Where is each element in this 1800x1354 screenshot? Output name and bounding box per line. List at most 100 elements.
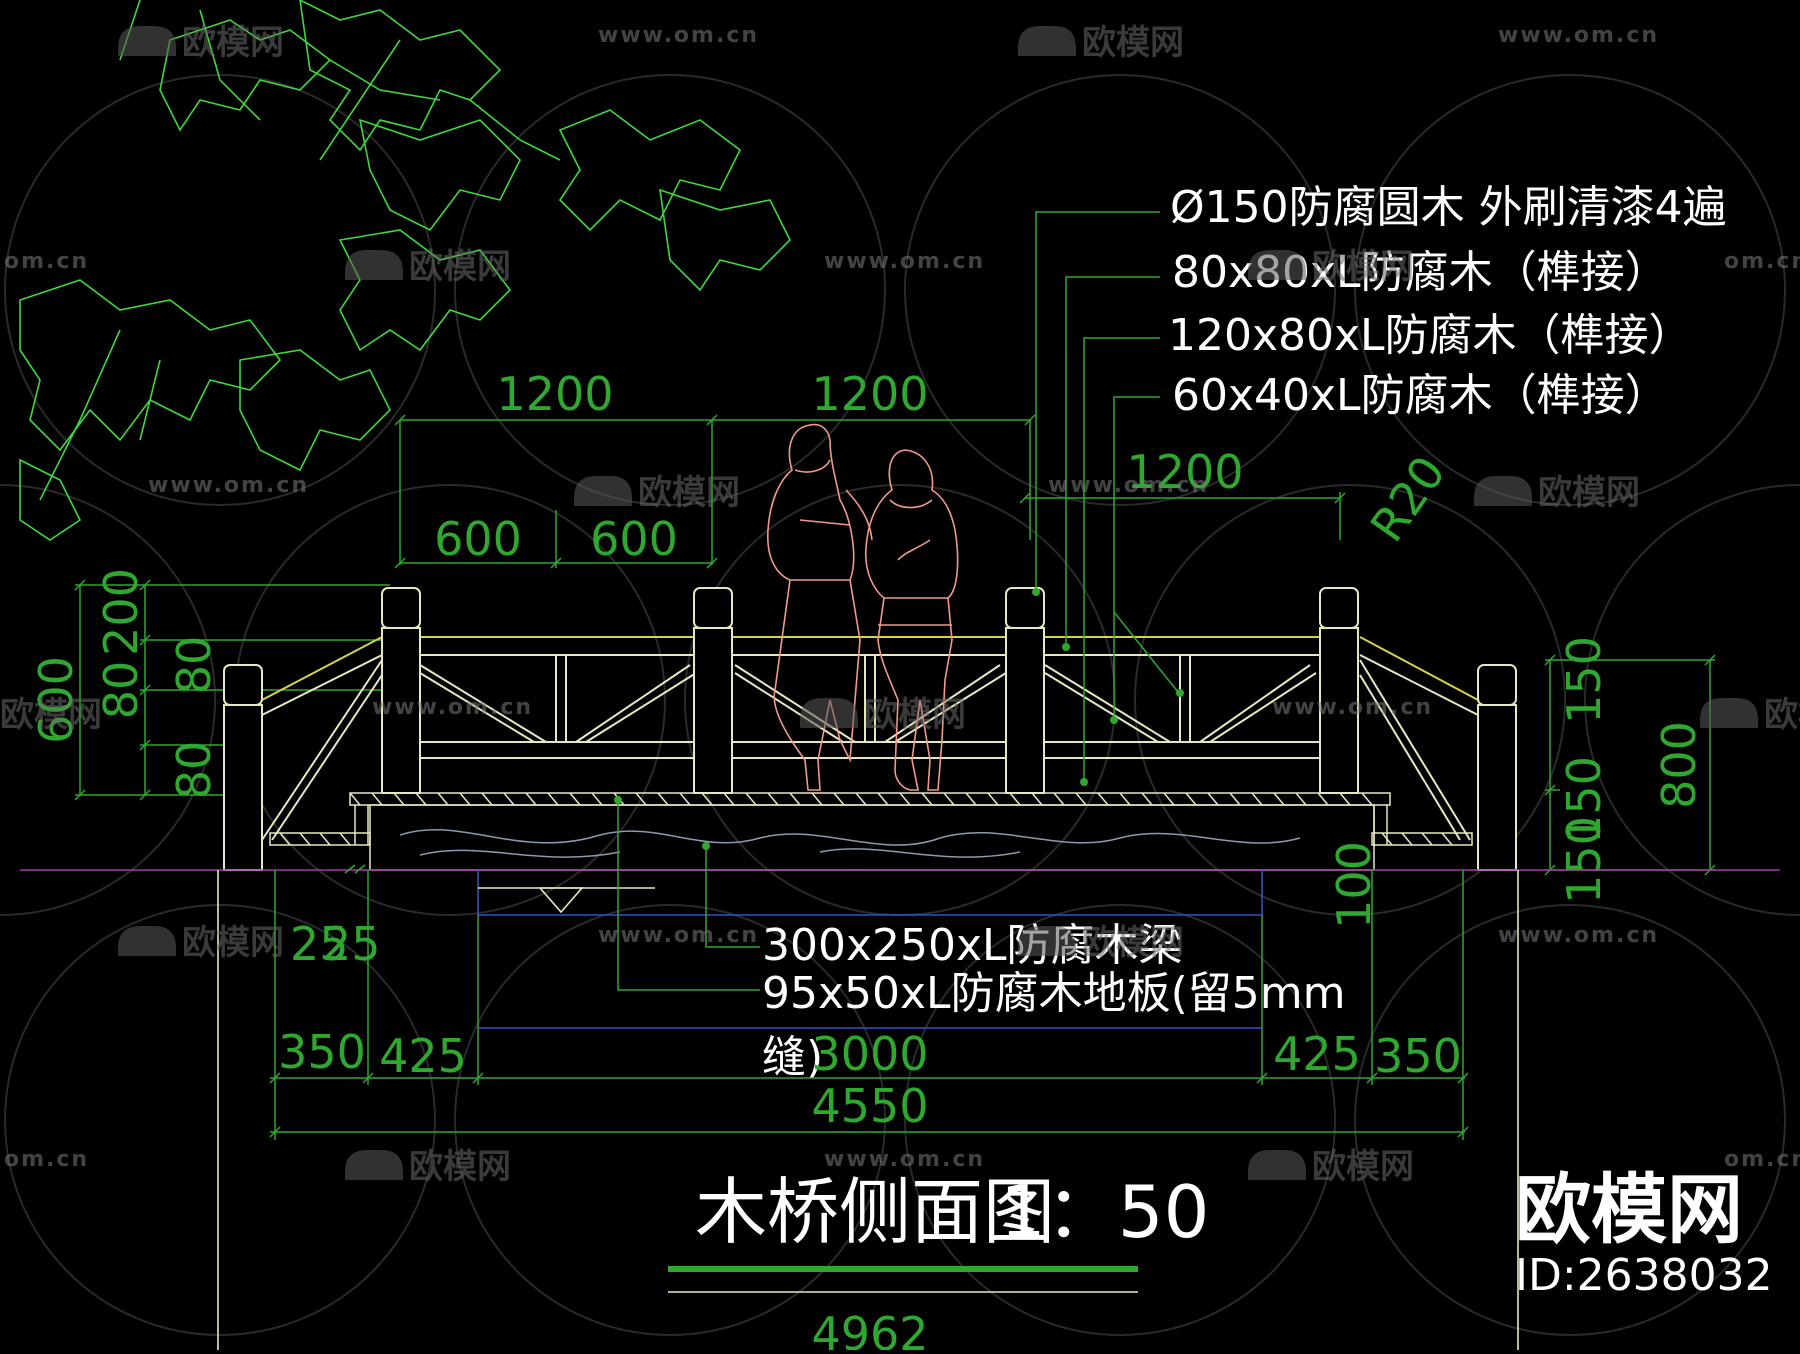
model-id: ID:2638032 xyxy=(1515,1250,1773,1301)
dim-bottom-total: 4550 xyxy=(811,1079,928,1133)
watermark: 欧模网 xyxy=(1018,923,1184,963)
watermark: 欧模网 xyxy=(345,247,511,287)
svg-text:欧模网: 欧模网 xyxy=(182,923,284,963)
svg-text:欧模网: 欧模网 xyxy=(1082,23,1184,63)
svg-text:欧模网: 欧模网 xyxy=(1082,923,1184,963)
dim-right-a: 150 xyxy=(1557,636,1611,724)
label-floor: 95x50xL防腐木地板(留5mm xyxy=(762,968,1345,1019)
ground-and-abutment xyxy=(20,869,1780,1350)
sofa-icon xyxy=(345,1150,403,1180)
title-underline xyxy=(668,1266,1138,1272)
sofa-icon xyxy=(1018,926,1076,956)
svg-text:欧模网: 欧模网 xyxy=(1764,695,1800,735)
bottom-dimensions xyxy=(269,864,1469,1140)
label-post: Ø150防腐圆木 外刷清漆4遍 xyxy=(1170,182,1727,233)
svg-text:www.om.cn: www.om.cn xyxy=(824,1147,985,1172)
post-cap xyxy=(1319,587,1359,629)
dim-left-b: 80 xyxy=(167,636,221,695)
sofa-icon xyxy=(1474,476,1532,506)
watermark: 欧模网 xyxy=(1474,473,1640,513)
label-mid-rail: 120x80xL防腐木（榫接） xyxy=(1168,310,1693,361)
sofa-icon xyxy=(574,476,632,506)
end-post xyxy=(1477,704,1517,871)
dim-top-2: 1200 xyxy=(811,367,928,421)
watermark: 欧模网 xyxy=(345,1147,511,1187)
dim-half-2: 600 xyxy=(590,512,678,566)
watermark: 欧模网 xyxy=(800,695,966,735)
svg-text:www.om.cn: www.om.cn xyxy=(1498,23,1659,48)
sofa-icon xyxy=(118,26,176,56)
dim-right-b: 150 xyxy=(1557,756,1611,844)
svg-text:欧模网: 欧模网 xyxy=(409,1147,511,1187)
end-post-cap xyxy=(1477,664,1517,706)
svg-text:www.om.cn: www.om.cn xyxy=(598,923,759,948)
watermark-circles xyxy=(0,74,1800,1336)
triangle-down-icon xyxy=(538,887,584,914)
watermark: 欧模网 xyxy=(574,473,740,513)
dim-right-d: 100 xyxy=(1327,841,1381,929)
watermark: 欧模网 xyxy=(1248,1147,1414,1187)
tree-foliage xyxy=(19,0,791,541)
bridge-deck xyxy=(269,792,1473,846)
post-cap xyxy=(381,587,421,629)
svg-text:欧模网: 欧模网 xyxy=(1312,1147,1414,1187)
dim-right-total: 800 xyxy=(1652,721,1706,809)
bridge-beam xyxy=(369,804,1375,871)
post xyxy=(1005,627,1045,794)
sofa-icon xyxy=(1018,26,1076,56)
post xyxy=(693,627,733,794)
svg-text:欧模网: 欧模网 xyxy=(0,695,102,735)
dim-bottom-4: 425 xyxy=(1273,1027,1361,1081)
dim-left-total: 600 xyxy=(29,656,83,744)
svg-text:www.om.cn: www.om.cn xyxy=(1272,695,1433,720)
dim-right-c: 150 xyxy=(1557,816,1611,904)
svg-text:om.cn: om.cn xyxy=(4,1147,89,1172)
svg-text:www.om.cn: www.om.cn xyxy=(148,473,309,498)
sofa-icon xyxy=(118,926,176,956)
label-top-rail: 80x80xL防腐木（榫接） xyxy=(1172,247,1669,298)
bridge-posts xyxy=(223,587,1517,871)
dim-bottom-5: 350 xyxy=(1374,1029,1462,1083)
svg-text:www.om.cn: www.om.cn xyxy=(598,23,759,48)
label-beam: 300x250xL防腐木梁 xyxy=(762,920,1183,971)
dim-footer: 4962 xyxy=(811,1307,928,1350)
svg-text:www.om.cn: www.om.cn xyxy=(824,249,985,274)
svg-text:欧模网: 欧模网 xyxy=(182,23,284,63)
dim-bottom-1: 350 xyxy=(278,1025,366,1079)
top-dimensions xyxy=(394,414,1346,569)
svg-text:欧模网: 欧模网 xyxy=(864,695,966,735)
watermark: 欧模网 xyxy=(118,23,284,63)
watermarks: 欧模网 欧模网 欧模网 欧模网 欧模网 欧模网 欧模网 欧模网 欧模网 欧模网 … xyxy=(0,23,1800,1187)
dim-left-c: 80 xyxy=(94,661,148,720)
end-post xyxy=(223,704,263,871)
watermark: 欧模网 xyxy=(1700,695,1800,735)
leader-dots xyxy=(614,588,1184,850)
dim-left-a: 200 xyxy=(94,568,148,656)
people-figures xyxy=(767,423,959,791)
dim-left-e: 25 xyxy=(290,917,349,971)
dim-top-3: 1200 xyxy=(1126,445,1243,499)
bridge-railing xyxy=(261,636,1479,841)
sofa-icon xyxy=(1248,250,1306,280)
svg-text:欧模网: 欧模网 xyxy=(1538,473,1640,513)
label-floor-cont: 缝) xyxy=(762,1032,823,1083)
svg-text:om.cn: om.cn xyxy=(1724,1147,1800,1172)
svg-text:om.cn: om.cn xyxy=(4,249,89,274)
svg-text:欧模网: 欧模网 xyxy=(409,247,511,287)
post-cap xyxy=(693,587,733,629)
drawing-scale: 1：50 xyxy=(1000,1170,1209,1254)
dim-left-f: 25 xyxy=(322,917,381,971)
svg-text:欧模网: 欧模网 xyxy=(638,473,740,513)
dim-bottom-3: 3000 xyxy=(811,1027,928,1081)
brand-logo: 欧模网 xyxy=(1515,1165,1743,1254)
left-dimensions xyxy=(74,579,390,801)
leader-lines xyxy=(617,211,1179,991)
sofa-icon xyxy=(800,698,858,728)
dim-left-d: 80 xyxy=(167,741,221,800)
dim-top-1: 1200 xyxy=(496,367,613,421)
dim-bottom-2: 425 xyxy=(379,1029,467,1083)
sofa-icon xyxy=(1700,698,1758,728)
dim-half-1: 600 xyxy=(434,512,522,566)
